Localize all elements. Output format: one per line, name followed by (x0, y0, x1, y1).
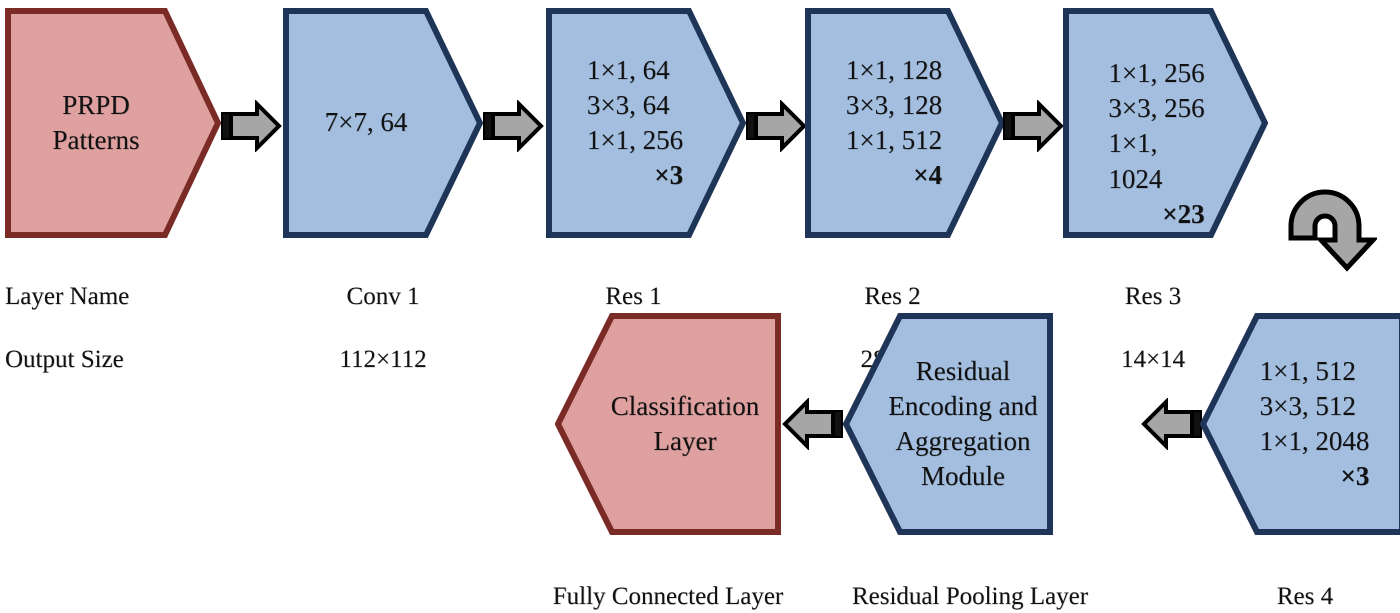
classification-layer-shape (555, 313, 781, 535)
block-res-1-text: 1×1, 64 3×3, 64 1×1, 256 ×3 (587, 18, 683, 229)
caption-conv-1: Conv 1 112×112 (283, 249, 483, 375)
prpd-patterns-shape (5, 8, 221, 238)
block-res-3[interactable]: 1×1, 256 3×3, 256 1×1, 1024 ×23 (1063, 8, 1268, 238)
arrow-res3-to-res4-uturn (1285, 180, 1377, 272)
block-res-2-multiplier: ×4 (913, 160, 943, 191)
block-res-1-multiplier: ×3 (654, 160, 684, 191)
caption-conv-1-name: Conv 1 (346, 282, 420, 310)
caption-res-3-name: Res 3 (1124, 282, 1182, 310)
arrow-res1-to-res2 (746, 100, 808, 152)
block-res-3-label: 1×1, 256 3×3, 256 1×1, 1024 (1108, 58, 1205, 194)
block-prpd-patterns[interactable]: PRPD Patterns (5, 8, 221, 238)
block-res-4-text: 1×1, 512 3×3, 512 1×1, 2048 ×3 (1260, 319, 1370, 530)
block-res-4-multiplier: ×3 (1340, 461, 1370, 492)
arrow-res4-to-residual-module (1140, 398, 1202, 450)
caption-residual-pooling-layer: Residual Pooling Layer 2048 (825, 549, 1115, 613)
arrow-residual-module-to-classification (781, 398, 843, 450)
residual-module-shape (843, 313, 1053, 535)
block-res-1[interactable]: 1×1, 64 3×3, 64 1×1, 256 ×3 (546, 8, 746, 238)
block-res-2-text: 1×1, 128 3×3, 128 1×1, 512 ×4 (846, 18, 942, 229)
caption-conv-1-size: 112×112 (339, 345, 427, 373)
block-res-4[interactable]: 1×1, 512 3×3, 512 1×1, 2048 ×3 (1200, 313, 1400, 535)
res-4-shape (1200, 313, 1400, 535)
caption-classification-layer: Fully Connected Layer 10 Classes (520, 549, 816, 613)
caption-classification-layer-name: Fully Connected Layer (552, 582, 784, 610)
block-classification-layer-label: Classification Layer (610, 390, 760, 456)
res-2-shape (805, 8, 1005, 238)
block-prpd-patterns-label: PRPD Patterns (52, 89, 140, 155)
arrow-res2-to-res3 (1003, 100, 1065, 152)
block-res-1-label: 1×1, 64 3×3, 64 1×1, 256 (586, 54, 684, 155)
caption-res-2-name: Res 2 (864, 282, 921, 310)
caption-legend: Layer Name Output Size (5, 249, 245, 375)
caption-legend-line1: Layer Name (5, 282, 130, 310)
arrow-conv1-to-res1 (483, 100, 545, 152)
caption-res-4: Res 4 7×7 (1215, 549, 1395, 613)
block-classification-layer[interactable]: Classification Layer (555, 313, 781, 535)
block-res-2-label: 1×1, 128 3×3, 128 1×1, 512 (845, 54, 943, 155)
block-res-4-label: 1×1, 512 3×3, 512 1×1, 2048 (1259, 355, 1370, 456)
caption-res-3-size: 14×14 (1120, 345, 1186, 373)
caption-res-1-name: Res 1 (605, 282, 662, 310)
block-conv-1[interactable]: 7×7, 64 (283, 8, 483, 238)
arrow-prpd-to-conv1 (221, 100, 283, 152)
caption-res-4-name: Res 4 (1276, 582, 1334, 610)
block-residual-encoding-aggregation-module[interactable]: Residual Encoding and Aggregation Module (843, 313, 1053, 535)
caption-residual-pooling-layer-name: Residual Pooling Layer (851, 582, 1089, 610)
block-conv-1-label: 7×7, 64 (324, 107, 408, 138)
block-res-2[interactable]: 1×1, 128 3×3, 128 1×1, 512 ×4 (805, 8, 1005, 238)
block-res-3-multiplier: ×23 (1162, 198, 1205, 229)
conv-1-shape (283, 8, 483, 238)
caption-legend-line2: Output Size (5, 345, 124, 373)
block-residual-module-label: Residual Encoding and Aggregation Module (888, 355, 1038, 492)
block-res-3-text: 1×1, 256 3×3, 256 1×1, 1024 ×23 (1108, 21, 1204, 238)
res-1-shape (546, 8, 746, 238)
res-3-shape (1063, 8, 1268, 238)
caption-res-3: Res 3 14×14 (1063, 249, 1243, 375)
